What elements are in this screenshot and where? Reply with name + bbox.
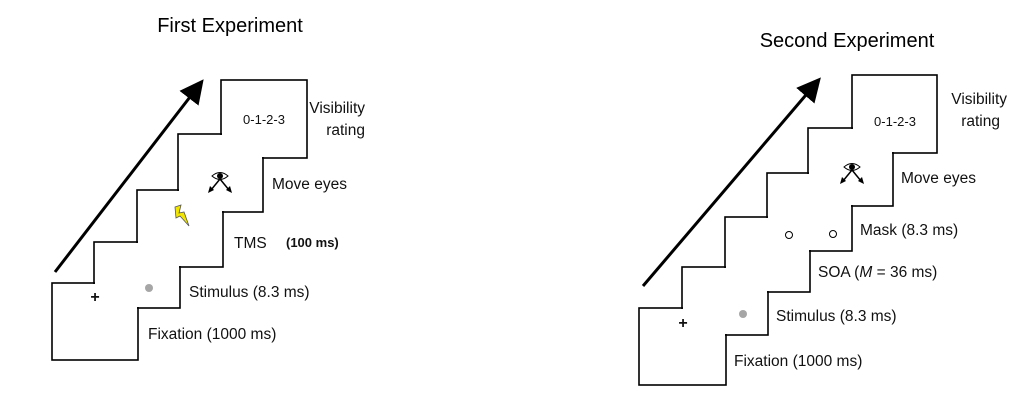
rating-scale: 0-1-2-3 (243, 112, 285, 127)
panel-title: Second Experiment (760, 30, 935, 52)
time-arrow (53, 79, 204, 273)
step-label-fixation: Fixation (1000 ms) (148, 326, 276, 343)
step-label-rating: rating (961, 113, 1000, 130)
step-label-move-eyes: Move eyes (272, 176, 347, 193)
step-label-move-eyes: Move eyes (901, 170, 976, 187)
fixation-cross-icon: + (678, 315, 687, 332)
step-label-soa: SOA (M = 36 ms) (818, 264, 937, 281)
step-label-rating: rating (326, 122, 365, 139)
soa-suffix: = 36 ms) (872, 264, 937, 281)
fixation-cross-icon: + (90, 289, 99, 306)
step-label-visibility: Visibility (309, 100, 365, 117)
rating-scale: 0-1-2-3 (874, 114, 916, 129)
soa-prefix: SOA ( (818, 264, 860, 281)
panel-first-experiment: First Experiment + 0-1-2-3 Fixation (100… (51, 15, 365, 361)
stimulus-dot-icon (739, 310, 747, 318)
panel-title: First Experiment (157, 15, 303, 37)
step-label-stimulus: Stimulus (8.3 ms) (776, 308, 897, 325)
step-duration-tms: (100 ms) (286, 235, 339, 250)
step-label-visibility: Visibility (951, 91, 1007, 108)
tms-lightning-icon (174, 204, 190, 227)
step-label-mask: Mask (8.3 ms) (860, 222, 958, 239)
step-label-stimulus: Stimulus (8.3 ms) (189, 284, 310, 301)
time-arrow (641, 77, 821, 287)
mask-circle-icon (829, 230, 837, 238)
step-label-fixation: Fixation (1000 ms) (734, 353, 862, 370)
mask-circle-icon (785, 231, 793, 239)
soa-italic: M (859, 264, 872, 281)
step-label-tms: TMS (234, 235, 267, 252)
stimulus-dot-icon (145, 284, 153, 292)
panel-second-experiment: Second Experiment + 0-1-2-3 Fixation (10… (638, 30, 1007, 386)
